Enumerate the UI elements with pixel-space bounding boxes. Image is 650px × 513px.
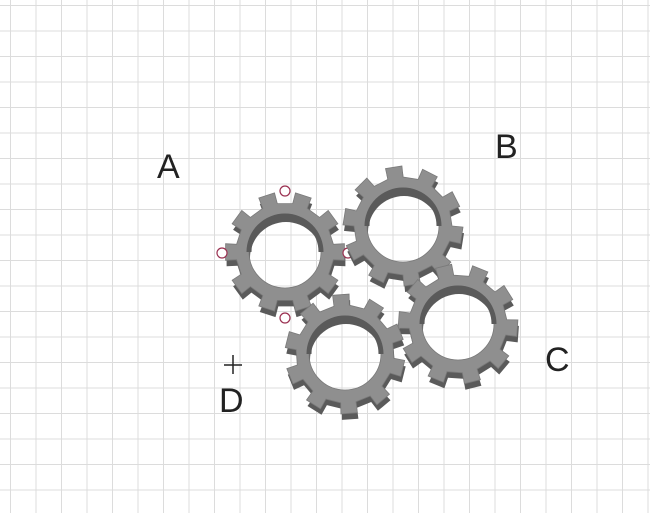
gear-top-right[interactable] xyxy=(342,165,464,292)
gear-bottom-right[interactable] xyxy=(397,263,519,390)
gear-top-right-inner-rim xyxy=(364,187,442,227)
selection-handle-icon[interactable] xyxy=(216,247,228,259)
gear-top-left[interactable] xyxy=(225,192,346,318)
label-b: B xyxy=(495,128,518,166)
gear-bottom-right-inner-rim xyxy=(419,285,497,325)
label-a: A xyxy=(157,148,180,186)
gear-bottom-middle-face xyxy=(284,293,406,415)
label-d: D xyxy=(219,382,244,420)
gear-bottom-middle[interactable] xyxy=(284,293,406,420)
gear-top-left-inner-rim xyxy=(246,213,324,253)
selection-handle-icon[interactable] xyxy=(279,185,291,197)
label-c: C xyxy=(545,341,570,379)
crosshair-icon xyxy=(224,355,242,374)
selection-handle-icon[interactable] xyxy=(279,312,291,324)
gear-bottom-middle-inner-rim xyxy=(306,315,384,355)
